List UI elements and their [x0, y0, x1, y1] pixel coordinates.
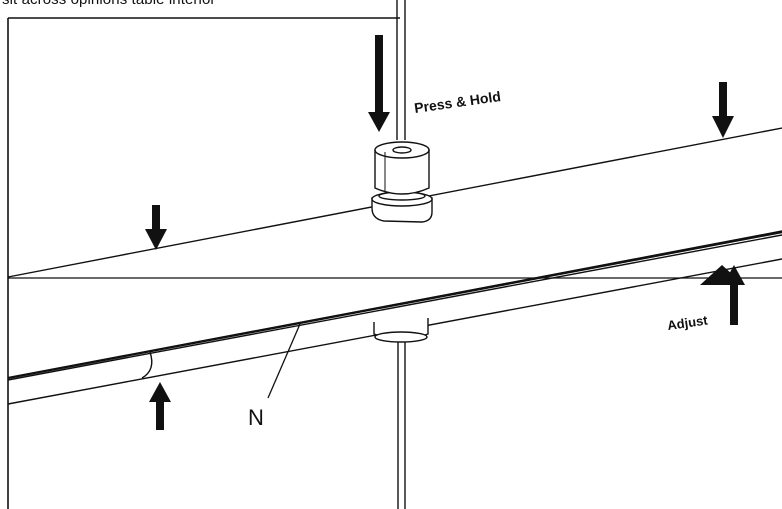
clamp-upper-cylinder: [374, 149, 430, 195]
vertical-rod: [396, 0, 406, 509]
clamp-cylinder-bore: [392, 146, 412, 154]
press-hold-label: Press & Hold: [413, 88, 502, 116]
right-down-arrow: [712, 82, 734, 138]
left-down-arrow: [145, 205, 167, 250]
lower-board-shadow-edge: [7, 230, 782, 380]
bottom-left-up-arrow: [149, 382, 171, 430]
n-label: N: [248, 405, 264, 430]
lower-cylinder: [373, 318, 429, 343]
adjust-up-arrow: [700, 265, 745, 325]
top-caption: sit across opinions table interior: [2, 0, 216, 8]
arrows: [145, 35, 745, 430]
lower-board-top-edge: [7, 234, 782, 381]
frame-edges: [7, 17, 400, 509]
lower-board-curve: [141, 351, 153, 379]
press-hold-down-arrow: [368, 35, 390, 132]
clamp-assembly: [371, 141, 433, 223]
adjust-label: Adjust: [666, 312, 709, 333]
n-pointer-line: [267, 323, 301, 399]
